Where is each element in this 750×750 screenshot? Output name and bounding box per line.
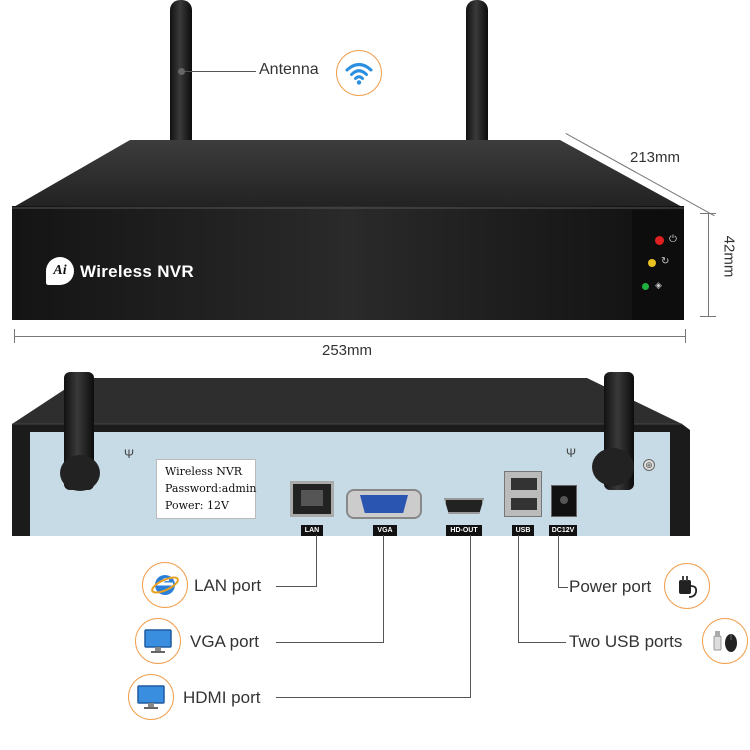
sticker-line-3: Power: 12V — [165, 499, 229, 512]
usb-ports-callout: Two USB ports — [569, 632, 683, 651]
lan-callout-horizontal — [276, 586, 317, 587]
power-symbol-icon: ⏻ — [669, 234, 677, 245]
lan-callout-vertical — [316, 535, 317, 586]
monitor-icon — [135, 618, 181, 664]
brand-logo: Ai — [46, 257, 74, 285]
status-led — [648, 259, 656, 267]
hdmi-port — [444, 498, 484, 514]
antenna-label: Antenna — [259, 61, 319, 78]
back-antenna-left-base — [60, 455, 100, 491]
sticker-line-1: Wireless NVR — [165, 465, 243, 478]
usb-mouse-icon — [702, 618, 748, 664]
vga-port-label: VGA — [373, 525, 397, 536]
refresh-icon: ↻ — [661, 256, 670, 267]
network-icon: ◈ — [655, 280, 662, 290]
usb-port-label: USB — [512, 525, 534, 536]
wifi-icon — [336, 50, 382, 96]
antenna-callout-dot — [178, 68, 185, 75]
back-antenna-right-base — [592, 448, 634, 486]
width-dim-cap-right — [685, 329, 686, 343]
width-dim-cap-left — [14, 329, 15, 343]
vga-callout-vertical — [383, 535, 384, 642]
antenna-symbol-icon: Ψ — [124, 447, 135, 461]
hdmi-callout-horizontal — [276, 697, 471, 698]
hdmi-port-callout: HDMI port — [183, 688, 261, 707]
power-callout-vertical — [558, 535, 559, 587]
height-dim-cap-bottom — [700, 316, 716, 317]
depth-dimension: 213mm — [630, 149, 681, 166]
sticker-line-2: Password:admin — [165, 482, 257, 495]
vga-port — [346, 489, 422, 519]
antenna-right — [466, 0, 488, 146]
vga-callout-horizontal — [276, 642, 384, 643]
height-dim-line — [708, 213, 709, 317]
dc-power-port — [551, 485, 577, 517]
power-port-callout: Power port — [569, 577, 652, 596]
height-dim-cap-top — [700, 213, 716, 214]
hdmi-port-label: HD-OUT — [446, 525, 482, 536]
network-led — [642, 283, 649, 290]
nvr-top-view — [12, 140, 684, 320]
monitor-icon — [128, 674, 174, 720]
lan-port-label: LAN — [301, 525, 323, 536]
antenna-callout-line — [182, 71, 256, 72]
info-sticker: Wireless NVR Password:admin Power: 12V — [156, 459, 256, 519]
ground-screw: ⊕ — [643, 459, 655, 471]
power-led — [655, 236, 664, 245]
lan-port — [290, 481, 334, 517]
vga-port-callout: VGA port — [190, 632, 259, 651]
hdmi-callout-vertical — [470, 535, 471, 697]
usb-callout-vertical — [518, 535, 519, 642]
browser-globe-icon — [142, 562, 188, 608]
antenna-symbol-icon: Ψ — [566, 446, 577, 460]
height-dimension: 42mm — [720, 235, 738, 278]
lan-port-callout: LAN port — [194, 576, 262, 595]
usb-callout-horizontal — [518, 642, 566, 643]
width-dim-line — [14, 336, 686, 337]
dc-port-label: DC12V — [549, 525, 577, 536]
power-adapter-icon — [664, 563, 710, 609]
brand-name: Wireless NVR — [80, 262, 194, 281]
width-dimension: 253mm — [322, 342, 373, 359]
power-callout-horizontal — [558, 587, 568, 588]
usb-ports — [504, 471, 542, 517]
